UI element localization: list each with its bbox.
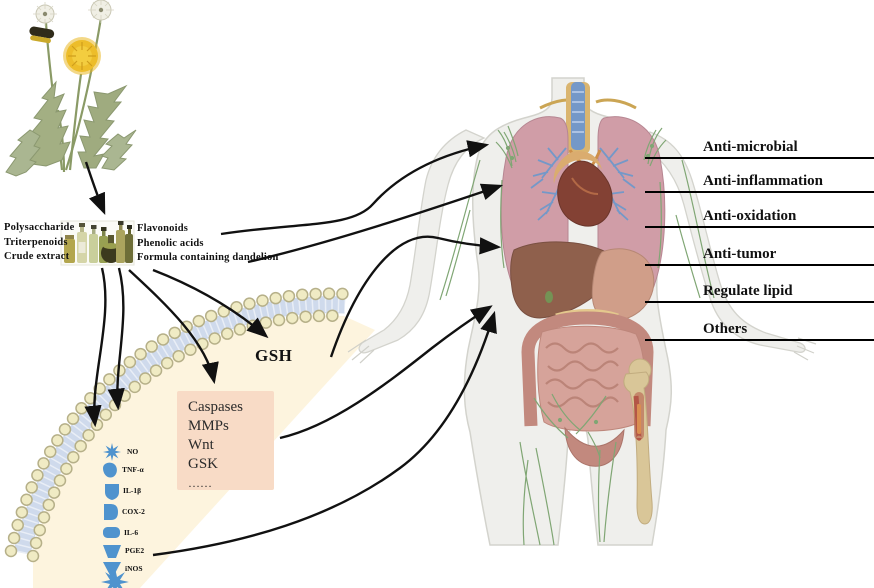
cytokine-icons xyxy=(101,443,129,588)
left-hand-fingers xyxy=(347,339,375,364)
gsh-label: GSH xyxy=(255,346,293,365)
leaf xyxy=(77,84,128,169)
arrow-extract-into-cell-1 xyxy=(84,267,107,428)
dandelion-plant-icon xyxy=(5,0,137,177)
cytokine-label-il6: IL-6 xyxy=(124,528,139,537)
signaling-item-wnt: Wnt xyxy=(188,437,214,453)
arrow-extract-to-gsh xyxy=(152,268,269,339)
extract-bottles-icon xyxy=(60,220,135,266)
signaling-item-gsk: GSK xyxy=(188,456,219,472)
tnf-blob-icon xyxy=(103,462,117,478)
cytokine-label-inos: iNOS xyxy=(125,564,143,573)
compound-label-triterpenoids: Triterpenoids xyxy=(4,237,68,248)
signaling-item-ellipsis: …… xyxy=(188,476,212,490)
human-body-illustration xyxy=(347,77,817,546)
leaf xyxy=(101,129,137,171)
cox2-half-round-icon xyxy=(104,504,118,520)
compound-label-crude-extract: Crude extract xyxy=(4,251,70,262)
dandelion-seed-head xyxy=(88,0,114,23)
signaling-item-mmps: MMPs xyxy=(188,418,229,434)
effect-label: Anti-microbial xyxy=(703,139,798,155)
inos-triangle-icon xyxy=(103,562,121,579)
signaling-item-caspases: Caspases xyxy=(188,399,243,415)
right-arm xyxy=(645,131,806,353)
arrow-gsh-to-body-liver xyxy=(329,235,502,358)
cytokine-label-pge2: PGE2 xyxy=(125,546,145,555)
compound-label-flavonoids: Flavonoids xyxy=(137,223,189,234)
cytokine-label-cox2: COX-2 xyxy=(122,507,145,516)
arrow-signaling-to-body-abdomen xyxy=(279,305,493,440)
femur-bone xyxy=(623,358,653,525)
effect-label: Anti-inflammation xyxy=(703,173,823,189)
signaling-molecules-box: Caspases MMPs Wnt GSK …… xyxy=(177,391,274,490)
thymus xyxy=(553,151,602,184)
effect-row-regulate-lipid: Regulate lipid xyxy=(645,283,874,303)
il6-rounded-rect-icon xyxy=(103,527,120,538)
colon xyxy=(521,311,654,427)
bottom-burst-star-icon xyxy=(101,568,129,588)
arrow-compounds-to-body-lungs xyxy=(247,183,504,264)
effect-row-anti-tumor: Anti-tumor xyxy=(645,246,874,266)
leaf xyxy=(5,129,41,177)
lymphatic-vessels xyxy=(439,125,715,546)
il1b-shield-icon xyxy=(105,484,119,500)
compound-label-phenolic-acids: Phenolic acids xyxy=(137,238,204,249)
arrow-plant-to-extracts xyxy=(84,161,106,215)
arrow-compounds-to-body-armpit xyxy=(220,140,490,236)
stomach xyxy=(591,248,655,321)
effect-label: Anti-oxidation xyxy=(703,208,797,224)
cytokine-label-no: NO xyxy=(127,447,139,456)
left-arm xyxy=(358,129,486,354)
gallbladder xyxy=(545,291,553,303)
effect-row-others: Others xyxy=(645,321,874,341)
effect-label: Regulate lipid xyxy=(703,283,793,299)
pge2-trapezoid-icon xyxy=(103,545,121,558)
effect-label: Others xyxy=(703,321,748,337)
pelvic-intestine-loop xyxy=(564,426,625,467)
effect-row-anti-inflammation: Anti-inflammation xyxy=(645,173,874,193)
arrow-extract-to-signaling-box xyxy=(128,269,219,385)
flow-arrows xyxy=(84,140,504,557)
effect-row-anti-oxidation: Anti-oxidation xyxy=(645,208,874,228)
arrow-extract-into-cell-2 xyxy=(107,267,125,411)
no-burst-star-icon xyxy=(103,443,121,461)
stem-sheath xyxy=(29,26,55,44)
compound-label-polysaccharide: Polysaccharide xyxy=(4,222,75,233)
heart xyxy=(557,160,613,227)
liver xyxy=(510,241,618,319)
effect-label: Anti-tumor xyxy=(703,246,777,262)
cytokine-label-tnf: TNF-α xyxy=(122,465,144,474)
arrow-cytokines-to-body-abdomen xyxy=(152,310,497,557)
cytokine-label-il1b: IL-1β xyxy=(123,486,142,495)
dandelion-seed-head xyxy=(33,2,57,26)
dandelion-flower xyxy=(63,37,101,75)
effect-row-anti-microbial: Anti-microbial xyxy=(645,139,874,159)
compound-label-formula: Formula containing dandelion xyxy=(137,252,279,263)
